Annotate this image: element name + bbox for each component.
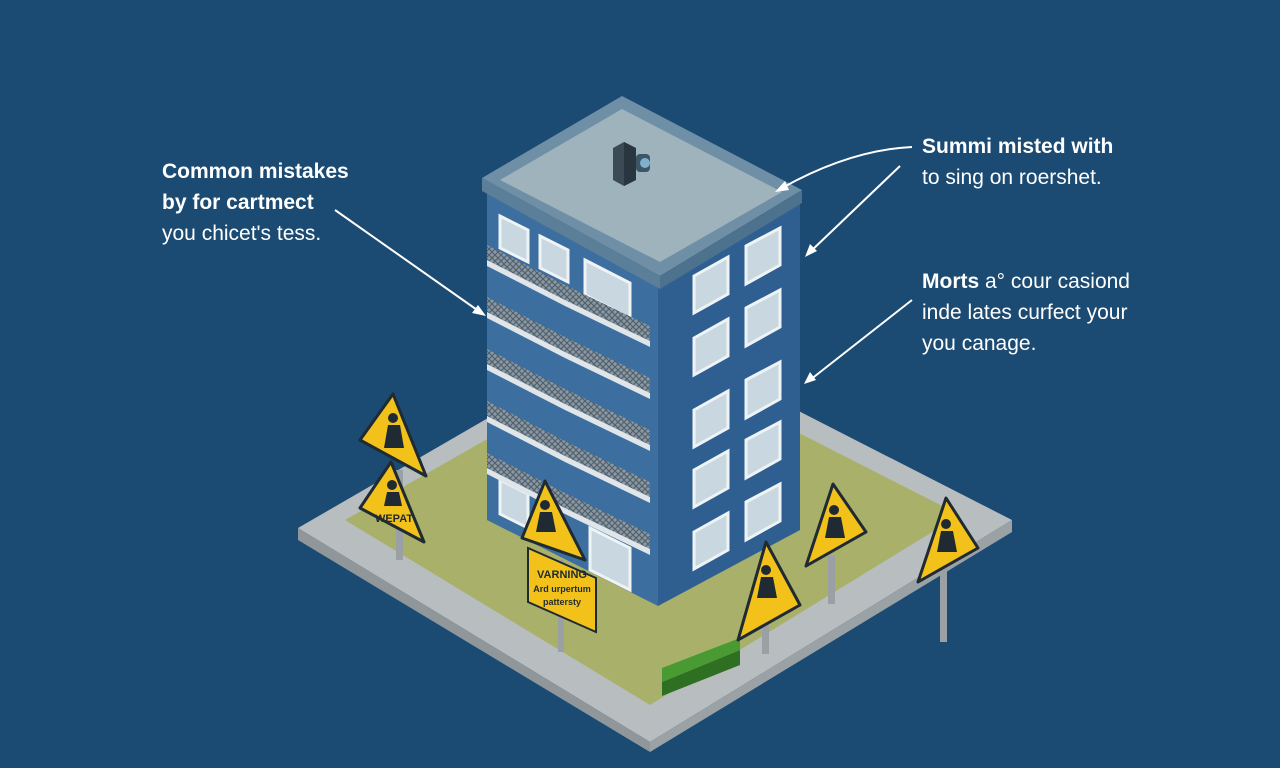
arrow-right-head	[804, 372, 816, 384]
callout-left-line-1: Common mistakes	[162, 160, 349, 183]
warning-sign-icon: WEPAT	[358, 460, 426, 544]
warning-sign-icon	[916, 496, 980, 642]
callout-left-line-3: you chicet's tess.	[162, 222, 322, 245]
arrow-top-right-1	[781, 146, 913, 189]
callout-left: Common mistakes by for cartmect you chic…	[162, 156, 349, 249]
worker-icon	[757, 565, 777, 598]
arrow-top-right-2	[809, 165, 901, 253]
warning-sign-icon	[736, 540, 802, 654]
arrow-right	[809, 299, 913, 381]
callout-left-line-2: by for cartmect	[162, 191, 314, 214]
board-line-3: pattersty	[543, 597, 581, 607]
worker-icon	[825, 505, 845, 538]
side-windows	[692, 225, 782, 572]
balconies	[487, 245, 650, 555]
rooftop-unit-icon	[613, 142, 650, 186]
warning-signs: WEPAT VARNING Ard urpertum pattersty	[358, 392, 980, 654]
callout-top-right: Summi misted with to sing on roershet.	[922, 131, 1113, 193]
warning-board: VARNING Ard urpertum pattersty	[527, 546, 597, 634]
warning-sign-icon	[804, 482, 868, 604]
worker-icon	[384, 480, 402, 506]
worker-icon	[536, 500, 556, 532]
callout-right-line-1-bold: Morts	[922, 270, 980, 293]
callout-right-line-1: Morts a° cour casiond	[922, 266, 1130, 297]
callout-top-right-line-2: to sing on roershet.	[922, 166, 1102, 189]
callout-right-line-1-rest: a° cour casiond	[979, 270, 1130, 293]
apartment-building	[482, 96, 802, 606]
arrow-left	[334, 209, 481, 313]
worker-icon	[384, 413, 404, 448]
callout-right-line-2: inde lates curfect your	[922, 301, 1128, 324]
arrow-top-right-2-head	[805, 244, 817, 257]
callout-right: Morts a° cour casiond inde lates curfect…	[922, 266, 1130, 359]
board-line-1: VARNING	[537, 569, 587, 581]
worker-icon	[937, 519, 957, 552]
hedge-icon	[662, 638, 740, 696]
sign-label: WEPAT	[375, 513, 413, 525]
board-line-2: Ard urpertum	[533, 584, 591, 594]
callout-top-right-line-1: Summi misted with	[922, 135, 1114, 158]
arrow-top-right-1-head	[775, 181, 789, 192]
front-windows	[498, 213, 632, 593]
callout-arrows	[334, 146, 913, 384]
arrow-left-head	[472, 305, 486, 316]
callout-right-line-3: you canage.	[922, 332, 1037, 355]
